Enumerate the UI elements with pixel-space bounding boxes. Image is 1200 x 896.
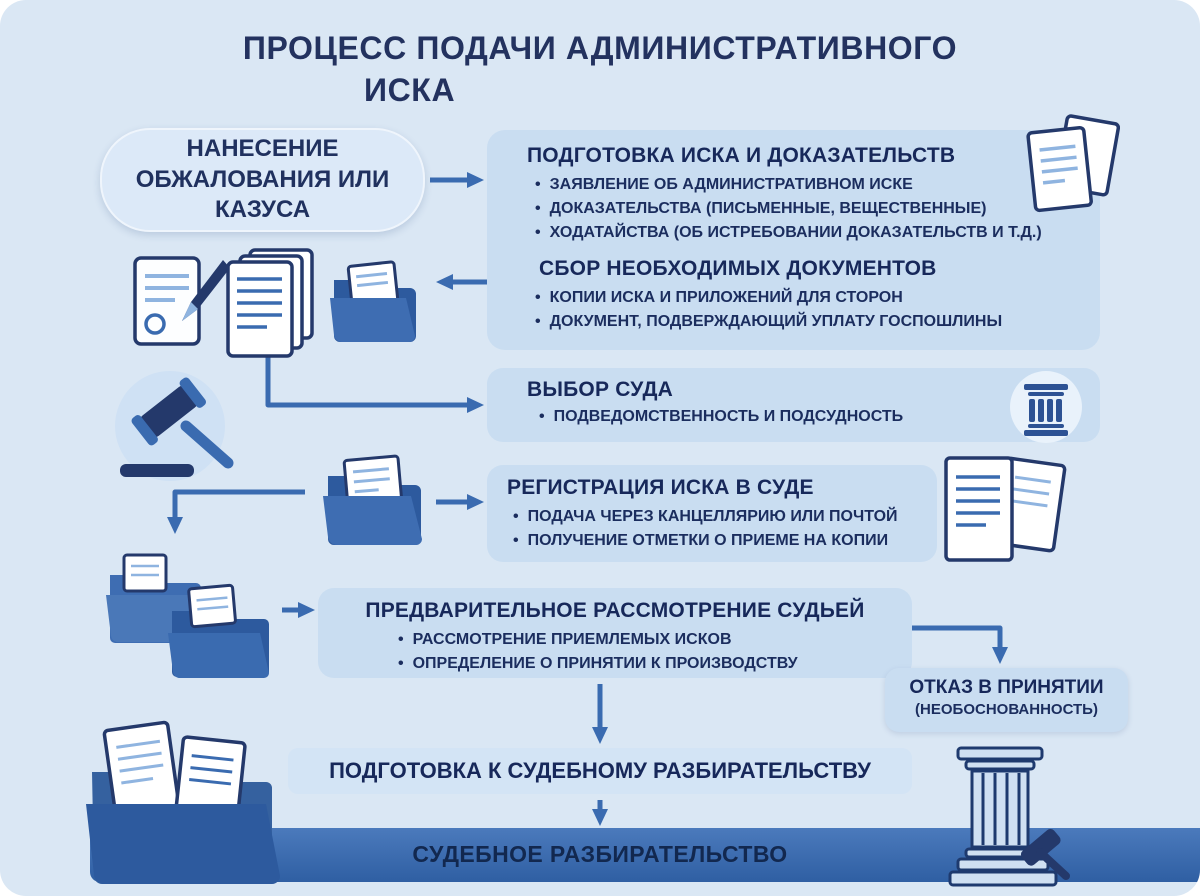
document-pen-icon xyxy=(125,252,235,352)
collect-documents-header: СБОР НЕОБХОДИМЫХ ДОКУМЕНТОВ xyxy=(539,257,937,280)
list-item: ДОКАЗАТЕЛЬСТВА (ПИСЬМЕННЫЕ, ВЕЩЕСТВЕННЫЕ… xyxy=(535,197,1100,221)
rejection-line2: (НЕОБОСНОВАННОСТЬ) xyxy=(915,701,1098,718)
arrow-hook-to-folders xyxy=(167,489,305,534)
page-title-line2: ИСКА xyxy=(364,72,456,108)
column-gavel-icon xyxy=(928,740,1078,890)
court-selection-bullets: ПОДВЕДОМСТВЕННОСТЬ И ПОДСУДНОСТЬ xyxy=(539,405,1100,429)
registration-bullets: ПОДАЧА ЧЕРЕЗ КАНЦЕЛЛЯРИЮ ИЛИ ПОЧТОЙ ПОЛУ… xyxy=(513,505,937,553)
folder-icon xyxy=(328,258,423,348)
list-item: ПОДВЕДОМСТВЕННОСТЬ И ПОДСУДНОСТЬ xyxy=(539,405,1100,429)
arrow-documents-to-court-selection xyxy=(265,356,484,413)
court-selection-box: ВЫБОР СУДА ПОДВЕДОМСТВЕННОСТЬ И ПОДСУДНО… xyxy=(487,368,1100,442)
trial-label: СУДЕБНОЕ РАЗБИРАТЕЛЬСТВО xyxy=(412,841,788,867)
preliminary-review-bullets: РАССМОТРЕНИЕ ПРИЕМЛЕМЫХ ИСКОВ ОПРЕДЕЛЕНИ… xyxy=(398,628,912,676)
list-item: ДОКУМЕНТ, ПОДВЕРЖДАЮЩИЙ УПЛАТУ ГОСПОШЛИН… xyxy=(535,310,1100,334)
list-item: РАССМОТРЕНИЕ ПРИЕМЛЕМЫХ ИСКОВ xyxy=(398,628,912,652)
folders-group-icon xyxy=(102,545,287,685)
registration-box: РЕГИСТРАЦИЯ ИСКА В СУДЕ ПОДАЧА ЧЕРЕЗ КАН… xyxy=(487,465,937,562)
rejection-box: ОТКАЗ В ПРИНЯТИИ (НЕОБОСНОВАННОСТЬ) xyxy=(885,668,1128,732)
gavel-icon xyxy=(100,368,250,488)
page-title-line1: ПРОЦЕСС ПОДАЧИ АДМИНИСТРАТИВНОГО xyxy=(242,30,958,66)
start-node-label: НАНЕСЕНИЕ ОБЖАЛОВАНИЯ ИЛИ КАЗУСА xyxy=(135,135,390,224)
paper-stack-icon xyxy=(222,246,322,358)
court-selection-header: ВЫБОР СУДА xyxy=(527,378,674,401)
preparation-header: ПОДГОТОВКА ИСКА И ДОКАЗАТЕЛЬСТВ xyxy=(527,144,956,167)
document-stack-icon xyxy=(938,450,1068,580)
preliminary-review-box: ПРЕДВАРИТЕЛЬНОЕ РАССМОТРЕНИЕ СУДЬЕЙ РАСС… xyxy=(318,588,912,678)
list-item: ОПРЕДЕЛЕНИЕ О ПРИНЯТИИ К ПРОИЗВОДСТВУ xyxy=(398,652,912,676)
preparation-bullets: ЗАЯВЛЕНИЕ ОБ АДМИНИСТРАТИВНОМ ИСКЕ ДОКАЗ… xyxy=(535,173,1100,245)
documents-icon xyxy=(1020,112,1120,222)
arrow-preliminary-to-rejection xyxy=(912,625,1008,664)
list-item: ПОДАЧА ЧЕРЕЗ КАНЦЕЛЛЯРИЮ ИЛИ ПОЧТОЙ xyxy=(513,505,937,529)
trial-preparation-label: ПОДГОТОВКА К СУДЕБНОМУ РАЗБИРАТЕЛЬСТВУ xyxy=(329,758,871,783)
court-column-icon xyxy=(1008,369,1084,445)
folder-document-icon xyxy=(320,452,430,552)
rejection-line1: ОТКАЗ В ПРИНЯТИИ xyxy=(909,677,1104,698)
list-item: КОПИИ ИСКА И ПРИЛОЖЕНИЙ ДЛЯ СТОРОН xyxy=(535,286,1100,310)
preliminary-review-header: ПРЕДВАРИТЕЛЬНОЕ РАССМОТРЕНИЕ СУДЬЕЙ xyxy=(365,599,865,622)
list-item: ПОЛУЧЕНИЕ ОТМЕТКИ О ПРИЕМЕ НА КОПИИ xyxy=(513,529,937,553)
trial-preparation-band: ПОДГОТОВКА К СУДЕБНОМУ РАЗБИРАТЕЛЬСТВУ xyxy=(288,748,912,794)
registration-header: РЕГИСТРАЦИЯ ИСКА В СУДЕ xyxy=(507,476,814,499)
preparation-box: ПОДГОТОВКА ИСКА И ДОКАЗАТЕЛЬСТВ ЗАЯВЛЕНИ… xyxy=(487,130,1100,350)
big-folder-icon xyxy=(82,712,292,892)
collect-documents-bullets: КОПИИ ИСКА И ПРИЛОЖЕНИЙ ДЛЯ СТОРОН ДОКУМ… xyxy=(535,286,1100,334)
start-node: НАНЕСЕНИЕ ОБЖАЛОВАНИЯ ИЛИ КАЗУСА xyxy=(100,128,425,232)
list-item: ХОДАТАЙСТВА (ОБ ИСТРЕБОВАНИИ ДОКАЗАТЕЛЬС… xyxy=(535,221,1100,245)
list-item: ЗАЯВЛЕНИЕ ОБ АДМИНИСТРАТИВНОМ ИСКЕ xyxy=(535,173,1100,197)
